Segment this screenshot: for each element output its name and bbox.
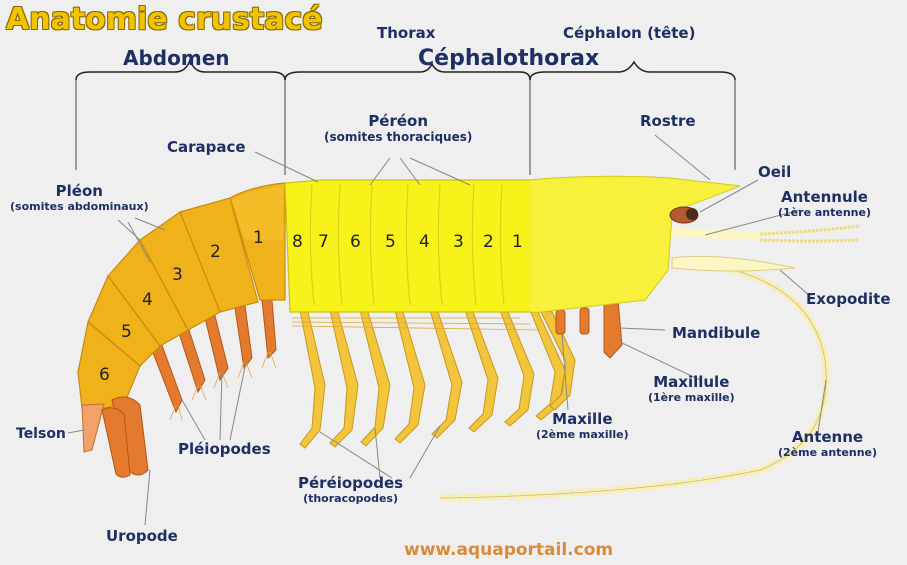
label-pleiopodes: Pléiopodes (178, 440, 271, 458)
abdominal-number: 6 (99, 365, 110, 385)
abdominal-number: 2 (210, 242, 221, 262)
label-rostre: Rostre (640, 112, 696, 130)
thoracic-number: 2 (483, 232, 494, 252)
label-pereon: Péréon (somites thoraciques) (324, 112, 472, 144)
head-region (530, 176, 740, 312)
label-maxille: Maxille (2ème maxille) (536, 410, 629, 441)
label-thorax: Thorax (377, 24, 435, 42)
label-maxille-main: Maxille (536, 410, 629, 428)
uropods (102, 397, 148, 477)
pereiopods (300, 310, 575, 448)
label-maxillule-sub: (1ère maxille) (648, 391, 735, 404)
label-antenne-sub: (2ème antenne) (778, 446, 877, 459)
diagram-title: Anatomie crustacé (6, 2, 323, 37)
label-maxillule: Maxillule (1ère maxille) (648, 373, 735, 404)
thoracic-number: 3 (453, 232, 464, 252)
label-carapace: Carapace (167, 138, 246, 156)
label-pleon: Pléon (somites abdominaux) (10, 182, 149, 213)
thoracic-number: 8 (292, 232, 303, 252)
label-antennule: Antennule (1ère antenne) (778, 188, 871, 219)
label-pleon-main: Pléon (10, 182, 149, 200)
label-exopodite: Exopodite (806, 290, 891, 308)
label-pleon-sub: (somites abdominaux) (10, 200, 149, 213)
thoracic-number: 6 (350, 232, 361, 252)
thoracic-number: 4 (419, 232, 430, 252)
label-antenne: Antenne (2ème antenne) (778, 428, 877, 459)
abdominal-number: 5 (121, 322, 132, 342)
abdominal-number: 1 (253, 228, 264, 248)
label-pereon-main: Péréon (324, 112, 472, 130)
eye (670, 207, 698, 223)
abdominal-number: 3 (172, 265, 183, 285)
label-maxillule-main: Maxillule (648, 373, 735, 391)
label-maxille-sub: (2ème maxille) (536, 428, 629, 441)
label-pereiopodes: Péréiopodes (thoracopodes) (298, 474, 403, 505)
label-pereon-sub: (somites thoraciques) (324, 130, 472, 144)
label-antenne-main: Antenne (778, 428, 877, 446)
label-abdomen: Abdomen (123, 46, 230, 70)
label-pereiopodes-sub: (thoracopodes) (298, 492, 403, 505)
antennule (668, 226, 860, 241)
label-antennule-sub: (1ère antenne) (778, 206, 871, 219)
label-pereiopodes-main: Péréiopodes (298, 474, 403, 492)
label-telson: Telson (16, 426, 66, 442)
label-oeil: Oeil (758, 163, 791, 181)
thoracic-number: 7 (318, 232, 329, 252)
label-mandibule: Mandibule (672, 324, 760, 342)
label-cephalon: Céphalon (tête) (563, 24, 695, 42)
thoracic-number: 1 (512, 232, 523, 252)
label-uropode: Uropode (106, 527, 178, 545)
watermark: www.aquaportail.com (404, 540, 613, 560)
label-cephalothorax: Céphalothorax (418, 46, 599, 71)
thoracic-number: 5 (385, 232, 396, 252)
telson (82, 404, 104, 452)
abdominal-number: 4 (142, 290, 153, 310)
exopodite (672, 256, 795, 271)
label-antennule-main: Antennule (778, 188, 871, 206)
